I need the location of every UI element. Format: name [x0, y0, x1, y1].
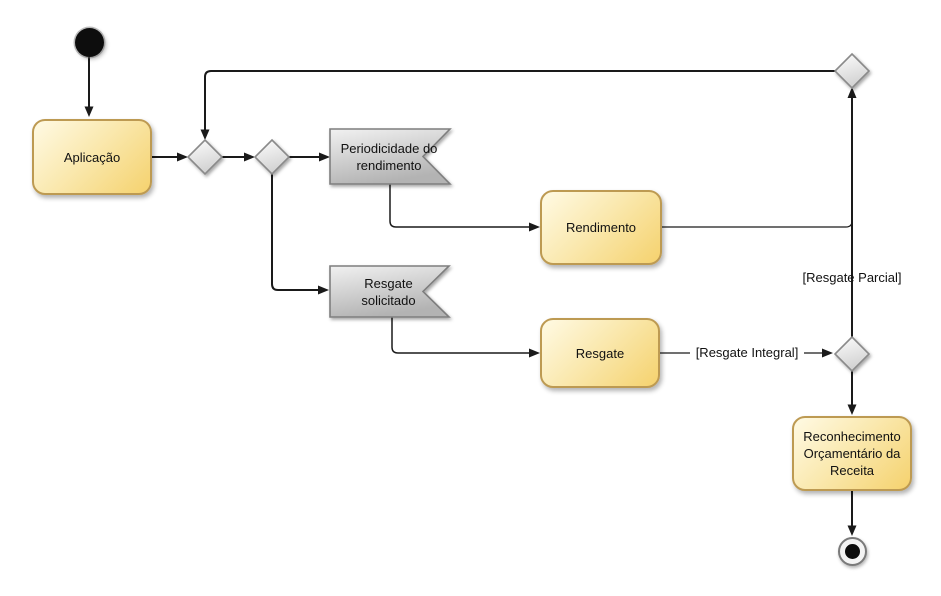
arrowhead-loop-into-merge: [200, 129, 210, 140]
edge-resgate-solicitado-to-resgate: [391, 317, 531, 354]
initial-node[interactable]: [75, 28, 104, 57]
arrowhead-into-decision2: [822, 348, 833, 358]
activity-aplicacao[interactable]: Aplicação: [32, 119, 152, 195]
merge-node-top[interactable]: [833, 52, 871, 90]
edge-periodicidade-to-rendimento: [389, 184, 531, 228]
activity-rendimento[interactable]: Rendimento: [540, 190, 662, 265]
arrowhead-into-merge: [177, 152, 188, 162]
decision-node-2[interactable]: [833, 335, 871, 373]
arrowhead-into-top-merge: [847, 87, 857, 98]
final-node-dot: [845, 544, 860, 559]
edge-loop-back-to-merge: [204, 70, 835, 131]
signal-periodicidade-shape[interactable]: [329, 128, 452, 185]
edge-decision-to-resgate-solicitado: [271, 174, 320, 291]
arrowhead-into-resgate: [529, 348, 540, 358]
signal-resgate-solicitado-shape[interactable]: [329, 265, 451, 318]
activity-reconhecimento[interactable]: Reconhecimento Orçamentário da Receita: [792, 416, 912, 491]
arrowhead-into-final: [847, 525, 857, 536]
guard-resgate-integral: [Resgate Integral]: [690, 345, 804, 361]
guard-resgate-parcial: [Resgate Parcial]: [802, 270, 902, 285]
decision-node-1[interactable]: [253, 138, 291, 176]
arrowhead-into-rendimento: [529, 222, 540, 232]
edge-rendimento-to-join-line: [662, 220, 853, 228]
arrowhead-into-reconhecimento: [847, 404, 857, 415]
merge-node-1[interactable]: [186, 138, 224, 176]
arrowhead-into-aplicacao: [84, 106, 94, 117]
arrowhead-into-periodicidade: [319, 152, 330, 162]
activity-resgate[interactable]: Resgate: [540, 318, 660, 388]
final-node[interactable]: [838, 537, 867, 566]
arrowhead-into-resgate-solicitado: [318, 285, 329, 295]
arrowhead-into-decision: [244, 152, 255, 162]
